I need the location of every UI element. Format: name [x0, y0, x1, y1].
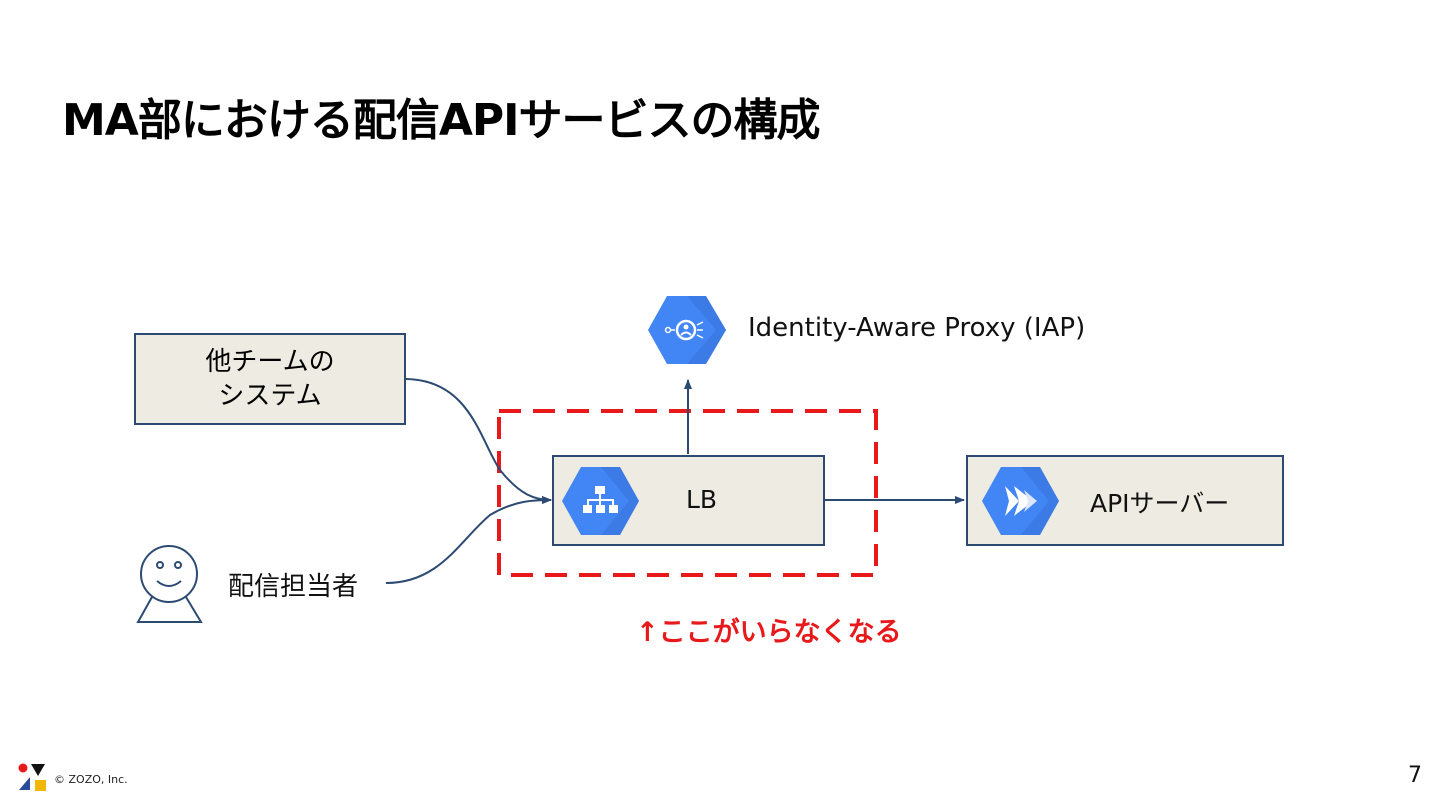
- load-balancing-icon: [562, 467, 639, 535]
- endpoints-icon: [982, 467, 1059, 535]
- copyright-text: © ZOZO, Inc.: [54, 773, 128, 786]
- page-number: 7: [1408, 763, 1422, 788]
- api-server-box: APIサーバー: [966, 455, 1284, 546]
- other-system-box: 他チームの システム: [134, 333, 406, 425]
- person-icon: [136, 545, 203, 623]
- lb-box: LB: [552, 455, 825, 546]
- connector-other-system-to-lb: [405, 378, 552, 504]
- removal-note: ↑ここがいらなくなる: [636, 617, 902, 648]
- operator-label: 配信担当者: [228, 572, 359, 602]
- connector-operator-to-lb: [385, 496, 552, 584]
- identity-aware-proxy-icon: [648, 296, 726, 364]
- api-server-label: APIサーバー: [1090, 489, 1230, 518]
- slide-title: MA部における配信APIサービスの構成: [62, 95, 821, 146]
- zozo-logo: [18, 763, 46, 791]
- other-system-label-line2: システム: [218, 381, 322, 411]
- other-system-label-line1: 他チームの: [205, 347, 335, 377]
- iap-label: Identity-Aware Proxy (IAP): [748, 313, 1086, 343]
- lb-label: LB: [686, 485, 718, 514]
